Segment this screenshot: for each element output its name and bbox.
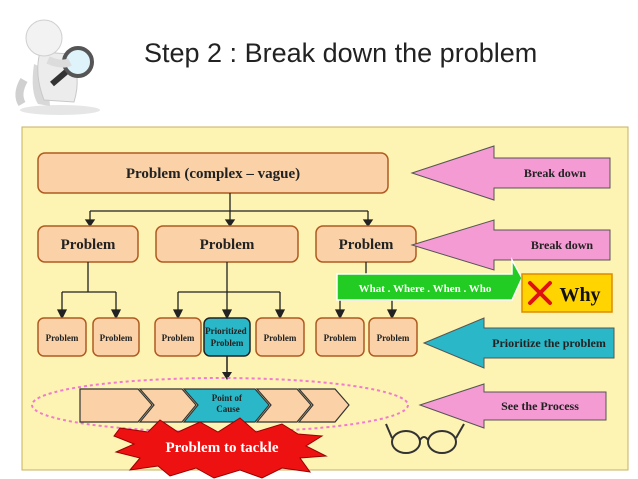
- level3-label-3: Problem: [162, 333, 195, 343]
- level2-label-3: Problem: [339, 237, 394, 253]
- break-down-arrow-2: [410, 219, 611, 271]
- level3-box-1: [37, 317, 87, 357]
- what-where-label: What . Where . When . Who: [359, 283, 492, 295]
- level3-label-prioritized: Prioritized Problem: [205, 326, 249, 348]
- why-label: Why: [559, 284, 600, 306]
- prioritized-line-1: Prioritized: [205, 326, 246, 336]
- break-down-label-1: Break down: [524, 166, 586, 180]
- prioritize-arrow: [422, 317, 615, 369]
- see-process-arrow: [418, 383, 607, 429]
- level3-box-7: [368, 317, 418, 357]
- level3-label-1: Problem: [46, 333, 79, 343]
- problem-to-tackle-burst: [113, 417, 328, 479]
- chevron-1: [79, 388, 153, 423]
- see-process-label: See the Process: [501, 399, 579, 413]
- level3-box-5: [255, 317, 305, 357]
- level2-label-2: Problem: [200, 237, 255, 253]
- prioritized-line-2: Problem: [211, 338, 244, 348]
- chevron-3-point-of-cause: [182, 388, 270, 423]
- level3-label-2: Problem: [100, 333, 133, 343]
- level3-box-3: [154, 317, 202, 357]
- level3-box-prioritized: [203, 317, 251, 357]
- chevron-5: [297, 388, 350, 423]
- level3-box-6: [315, 317, 365, 357]
- top-problem-label: Problem (complex – vague): [126, 166, 300, 182]
- level2-label-1: Problem: [61, 237, 116, 253]
- level3-label-7: Problem: [377, 333, 410, 343]
- top-problem-box: [37, 152, 389, 194]
- slide-title: Step 2 : Break down the problem: [144, 38, 538, 68]
- why-box: [521, 273, 613, 313]
- level3-label-6: Problem: [324, 333, 357, 343]
- magnifier-person-illustration: [15, 19, 100, 115]
- x-mark-icon: [528, 281, 552, 305]
- break-down-arrow-1: [410, 145, 611, 201]
- point-of-cause-label: Point of Cause: [212, 393, 245, 414]
- prioritize-label: Prioritize the problem: [492, 336, 606, 350]
- prioritized-down-arrow: [222, 356, 232, 380]
- glasses-icon: [385, 423, 465, 454]
- level3-label-5: Problem: [264, 333, 297, 343]
- chevron-2: [138, 388, 197, 423]
- connectors-level2: [84, 193, 374, 228]
- break-down-label-2: Break down: [531, 238, 593, 252]
- process-chevrons: [79, 388, 350, 423]
- problem-to-tackle-label: Problem to tackle: [165, 440, 278, 456]
- level3-box-2: [92, 317, 140, 357]
- chevron-4: [255, 388, 312, 423]
